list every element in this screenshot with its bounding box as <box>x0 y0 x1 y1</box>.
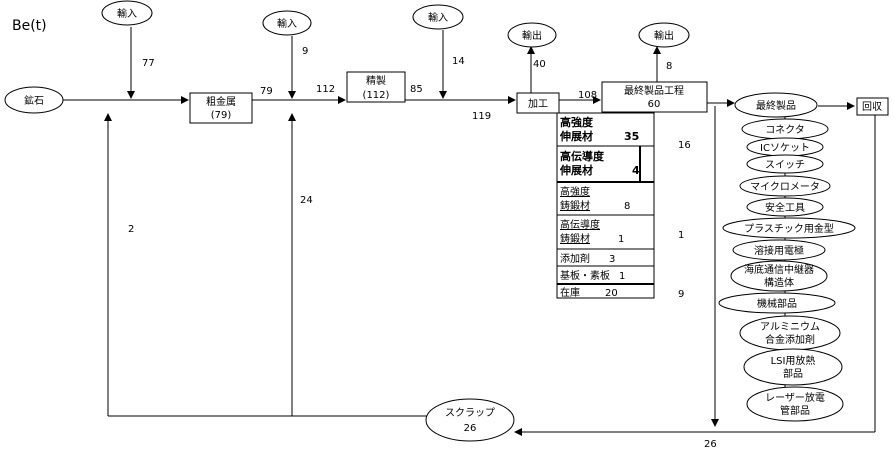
label-recovery-to-scrap: 26 <box>704 439 717 449</box>
node-ore-label: 鉱石 <box>24 94 44 107</box>
material-2-value: 8 <box>624 201 630 212</box>
node-import-3-label: 輸入 <box>428 11 448 24</box>
product-plastic-mold: プラスチック用金型 <box>722 217 856 239</box>
material-6-name: 在庫 <box>560 286 580 299</box>
node-import-1-label: 輸入 <box>117 7 137 20</box>
product-aluminum-additive-label2: 合金添加剤 <box>765 333 815 346</box>
label-ore-to-crude: 79 <box>260 86 273 97</box>
node-scrap-label: スクラップ <box>445 407 495 419</box>
node-import-2-label: 輸入 <box>277 17 297 30</box>
node-ore: 鉱石 <box>4 86 64 114</box>
label-refining-out: 85 <box>410 84 423 95</box>
product-safety-tools-label: 安全工具 <box>765 201 805 214</box>
product-switch: スイッチ <box>746 154 824 174</box>
label-import-2-value: 9 <box>302 46 308 57</box>
material-6-value: 20 <box>605 288 618 299</box>
materials-table: 高強度 伸展材 35 高伝導度 伸展材 4 高強度 鋳鍛材 8 高伝導度 鋳鍛材… <box>556 112 655 299</box>
node-refining-qty: (112) <box>363 90 390 101</box>
product-laser-tube-label2: 管部品 <box>780 404 810 417</box>
node-final-products: 最終製品 <box>734 92 818 118</box>
product-machine-parts: 機械部品 <box>718 292 836 314</box>
label-export-2-value: 8 <box>666 61 672 72</box>
product-aluminum-additive: アルミニウム 合金添加剤 <box>739 315 841 351</box>
product-ic-socket: ICソケット <box>746 137 824 157</box>
node-refining-label: 精製 <box>366 74 386 87</box>
product-micrometer: マイクロメータ <box>739 175 831 197</box>
material-0-value: 35 <box>624 130 639 143</box>
material-0-name: 高強度 <box>560 115 594 129</box>
material-5-name: 基板・素板 <box>560 269 610 282</box>
product-lsi-heatsink-label: LSI用放熱 <box>771 354 816 367</box>
node-final-process: 最終製品工程 60 <box>601 81 708 113</box>
node-recovery-label: 回収 <box>862 101 882 113</box>
product-undersea-repeater-label: 海底通信中継器 <box>744 263 814 276</box>
node-export-2-label: 輸出 <box>654 29 674 42</box>
label-processing-to-final: 108 <box>578 90 597 101</box>
label-import-1-value: 77 <box>142 58 155 69</box>
material-3-name2: 鋳鍛材 <box>560 232 590 245</box>
label-scrap-to-crude-line: 24 <box>300 195 313 206</box>
product-ic-socket-label: ICソケット <box>760 142 810 154</box>
node-export-2: 輸出 <box>638 22 690 48</box>
label-scrap-to-ore-line: 2 <box>128 224 134 235</box>
product-lsi-heatsink-label2: 部品 <box>783 367 803 380</box>
material-2-name2: 鋳鍛材 <box>560 199 590 212</box>
product-list: コネクタ ICソケット スイッチ マイクロメータ 安全工具 プラスチック用金型 … <box>718 118 856 422</box>
product-aluminum-additive-label: アルミニウム <box>760 321 820 333</box>
node-crude-metal: 粗金属 (79) <box>189 92 253 124</box>
material-3-value: 1 <box>618 234 624 245</box>
product-laser-tube: レーザー放電 管部品 <box>746 386 844 422</box>
label-side-value-2: 1 <box>678 230 684 241</box>
node-final-products-label: 最終製品 <box>756 99 796 112</box>
node-final-process-qty: 60 <box>648 99 661 110</box>
node-scrap: スクラップ 26 <box>425 398 515 442</box>
product-lsi-heatsink: LSI用放熱 部品 <box>743 348 843 386</box>
material-4-name: 添加剤 <box>560 252 590 265</box>
node-export-1-label: 輸出 <box>522 29 542 42</box>
node-processing-label: 加工 <box>528 98 548 110</box>
material-2-name: 高強度 <box>560 185 590 198</box>
product-machine-parts-label: 機械部品 <box>757 297 797 310</box>
node-import-2: 輸入 <box>262 10 312 36</box>
product-welding-electrode-label: 溶接用電極 <box>754 244 804 257</box>
material-0-name2: 伸展材 <box>559 129 593 143</box>
node-refining: 精製 (112) <box>346 71 406 103</box>
product-connector: コネクタ <box>741 118 829 140</box>
material-3-name: 高伝導度 <box>560 218 600 231</box>
label-export-1-value: 40 <box>533 59 546 70</box>
node-crude-metal-label: 粗金属 <box>206 95 236 108</box>
label-crude-to-refining: 112 <box>316 84 335 95</box>
node-scrap-qty: 26 <box>464 423 477 434</box>
node-crude-metal-qty: (79) <box>211 110 232 121</box>
label-to-processing: 119 <box>472 111 491 122</box>
diagram-title: Be(t) <box>12 18 47 34</box>
material-4-value: 3 <box>609 254 615 265</box>
product-laser-tube-label: レーザー放電 <box>765 391 825 404</box>
label-side-value-3: 9 <box>678 289 684 300</box>
product-connector-label: コネクタ <box>765 124 805 136</box>
label-side-value-1: 16 <box>678 140 691 151</box>
material-5-value: 1 <box>619 271 625 282</box>
node-recovery: 回収 <box>856 97 889 116</box>
node-processing: 加工 <box>516 92 560 114</box>
node-import-3: 輸入 <box>412 4 464 30</box>
product-plastic-mold-label: プラスチック用金型 <box>744 222 834 235</box>
node-import-1: 輸入 <box>101 0 153 26</box>
product-safety-tools: 安全工具 <box>746 197 824 217</box>
node-final-process-label: 最終製品工程 <box>624 84 684 97</box>
product-micrometer-label: マイクロメータ <box>750 181 820 193</box>
material-1-name2: 伸展材 <box>559 163 593 177</box>
product-switch-label: スイッチ <box>765 159 805 171</box>
product-undersea-repeater-label2: 構造体 <box>764 276 794 289</box>
label-import-3-value: 14 <box>452 56 465 67</box>
material-1-value: 4 <box>632 164 640 177</box>
product-welding-electrode: 溶接用電極 <box>732 239 826 261</box>
material-1-name: 高伝導度 <box>560 149 605 163</box>
product-undersea-repeater: 海底通信中継器 構造体 <box>730 260 828 292</box>
node-export-1: 輸出 <box>507 22 557 48</box>
